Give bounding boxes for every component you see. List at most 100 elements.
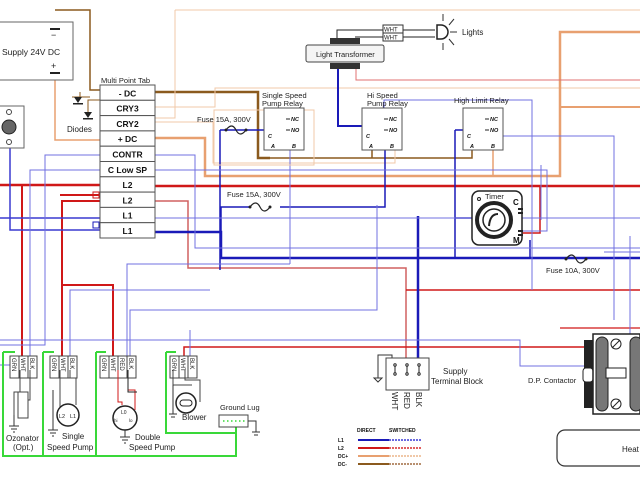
wire-label-blk: BLK [28, 358, 34, 369]
wire-label-wht: WHT [109, 358, 115, 372]
pump-motor-icon [56, 403, 80, 427]
legend-label: DC+ [338, 454, 348, 460]
legend-header-switched: SWITCHED [389, 428, 416, 434]
diodes-label: Diodes [67, 125, 92, 134]
wire-l1-fuse [220, 130, 386, 232]
relay-terminal-no: NO [291, 128, 300, 134]
wire-sw-contr-left [0, 154, 100, 346]
legend-label: L2 [338, 446, 344, 452]
supply-wire-wht: WHT [390, 392, 399, 410]
supply-terminal-block: WHT RED BLK Supply Terminal Block [372, 354, 484, 410]
fuse-2: Fuse 15A, 300V [227, 190, 281, 212]
wire-l2-timer [520, 186, 541, 234]
relay-terminal-no: NO [490, 128, 499, 134]
wire-dc-minus [55, 9, 100, 91]
fuse-3: Fuse 10A, 300V [546, 254, 600, 275]
wire-label-grn: GRN [10, 358, 16, 371]
multi-point-tab-row-label: L2 [123, 180, 133, 190]
power-supply: Supply 24V DC − + [0, 21, 74, 81]
relay-terminal-c: C [467, 134, 472, 140]
relay-terminal-b: B [491, 144, 495, 150]
legend-label: L1 [338, 438, 344, 444]
wire-sw-lowsp-left [0, 169, 100, 366]
pump-pin-l2: L2 [59, 414, 65, 420]
multi-point-tab-row-label: L1 [123, 226, 133, 236]
dp-contactor: D.P. Contactor [528, 333, 640, 415]
supply-label-1: Supply [443, 367, 467, 376]
relay-terminal-b: B [292, 144, 296, 150]
wire-l2-second [155, 200, 407, 372]
timer: Timer C M [471, 190, 523, 246]
wire-dc-plus-bus [155, 30, 640, 178]
blower-label: Blower [182, 413, 207, 422]
ground-lug: Ground Lug [218, 403, 260, 436]
double-speed-pump-body: L0 hi lo Double Speed Pump [112, 370, 176, 452]
pump-pin-l0: L0 [121, 410, 127, 416]
switch-knob-icon [1, 119, 17, 135]
wire-sw-contr [155, 154, 640, 249]
relay-box [361, 107, 403, 151]
timer-c-terminal: C [513, 198, 519, 207]
wire-ground [2, 351, 237, 457]
ozonator-body: Ozonator (Opt.) [6, 370, 39, 452]
power-supply-minus: − [51, 30, 56, 40]
ground-icon [120, 430, 130, 444]
relay-terminal-a: A [469, 144, 474, 150]
terminal-cell [187, 355, 198, 379]
diode-icon [84, 112, 92, 118]
relay-title-1: Hi Speed [367, 91, 398, 100]
heater-label: Heat [622, 445, 640, 454]
terminal-cell [126, 355, 137, 379]
relay-terminal-nc: NC [389, 117, 398, 123]
multi-point-tab-row [99, 222, 156, 239]
ground-icon [9, 415, 19, 433]
relay-terminal-nc: NC [490, 117, 499, 123]
double-speed-pump-label-1: Double [135, 433, 161, 442]
relay-title-1: High Limit Relay [454, 96, 509, 105]
relay-terminal-a: A [270, 144, 275, 150]
relay-terminal-c: C [268, 134, 273, 140]
relay-terminal-b: B [390, 144, 394, 150]
wire-dc-plus-left [155, 10, 176, 119]
wire-l2-pump [61, 200, 114, 360]
wire-label-wht: WHT [179, 358, 185, 372]
wire-label-red: RED [118, 358, 124, 371]
diode-icon [74, 97, 82, 103]
multi-point-tab-row-label: L1 [123, 211, 133, 221]
wire-sw-dbl2 [129, 205, 378, 360]
ground-lug-label: Ground Lug [220, 403, 260, 412]
relay-box [462, 107, 504, 151]
relay-title-1: Single Speed [262, 91, 307, 100]
jumper-l1 [92, 221, 100, 229]
relay-terminal-nc: NC [291, 117, 300, 123]
light-bulb-icon [436, 24, 449, 40]
wire-label-grn: GRN [170, 358, 176, 371]
blower-body: Blower [169, 370, 207, 422]
wire-sw-bus [0, 339, 590, 367]
fuse-1: Fuse 15A, 300V [197, 115, 251, 135]
single-speed-pump-label-1: Single [62, 432, 85, 441]
relay-terminal-c: C [366, 134, 371, 140]
supply-wire-red: RED [402, 392, 411, 409]
multi-point-tab-row-label: CRY2 [116, 119, 139, 129]
lights-label: Lights [462, 28, 483, 37]
heater-icon [556, 429, 640, 467]
ozonator-label-1: Ozonator [6, 434, 39, 443]
wire-sw-dbl [126, 263, 290, 360]
fuse-2-label: Fuse 15A, 300V [227, 190, 281, 199]
wire-l1-main [155, 230, 640, 260]
wire-l2-light [355, 68, 640, 81]
terminal-cell [27, 355, 38, 379]
multi-point-tab-row-label: + DC [118, 134, 138, 144]
relay-terminal-a: A [368, 144, 373, 150]
wire-label-blk: BLK [127, 358, 133, 369]
jumper-l2 [92, 191, 100, 199]
fuse-3-label: Fuse 10A, 300V [546, 266, 600, 275]
power-supply-plus: + [51, 61, 56, 71]
